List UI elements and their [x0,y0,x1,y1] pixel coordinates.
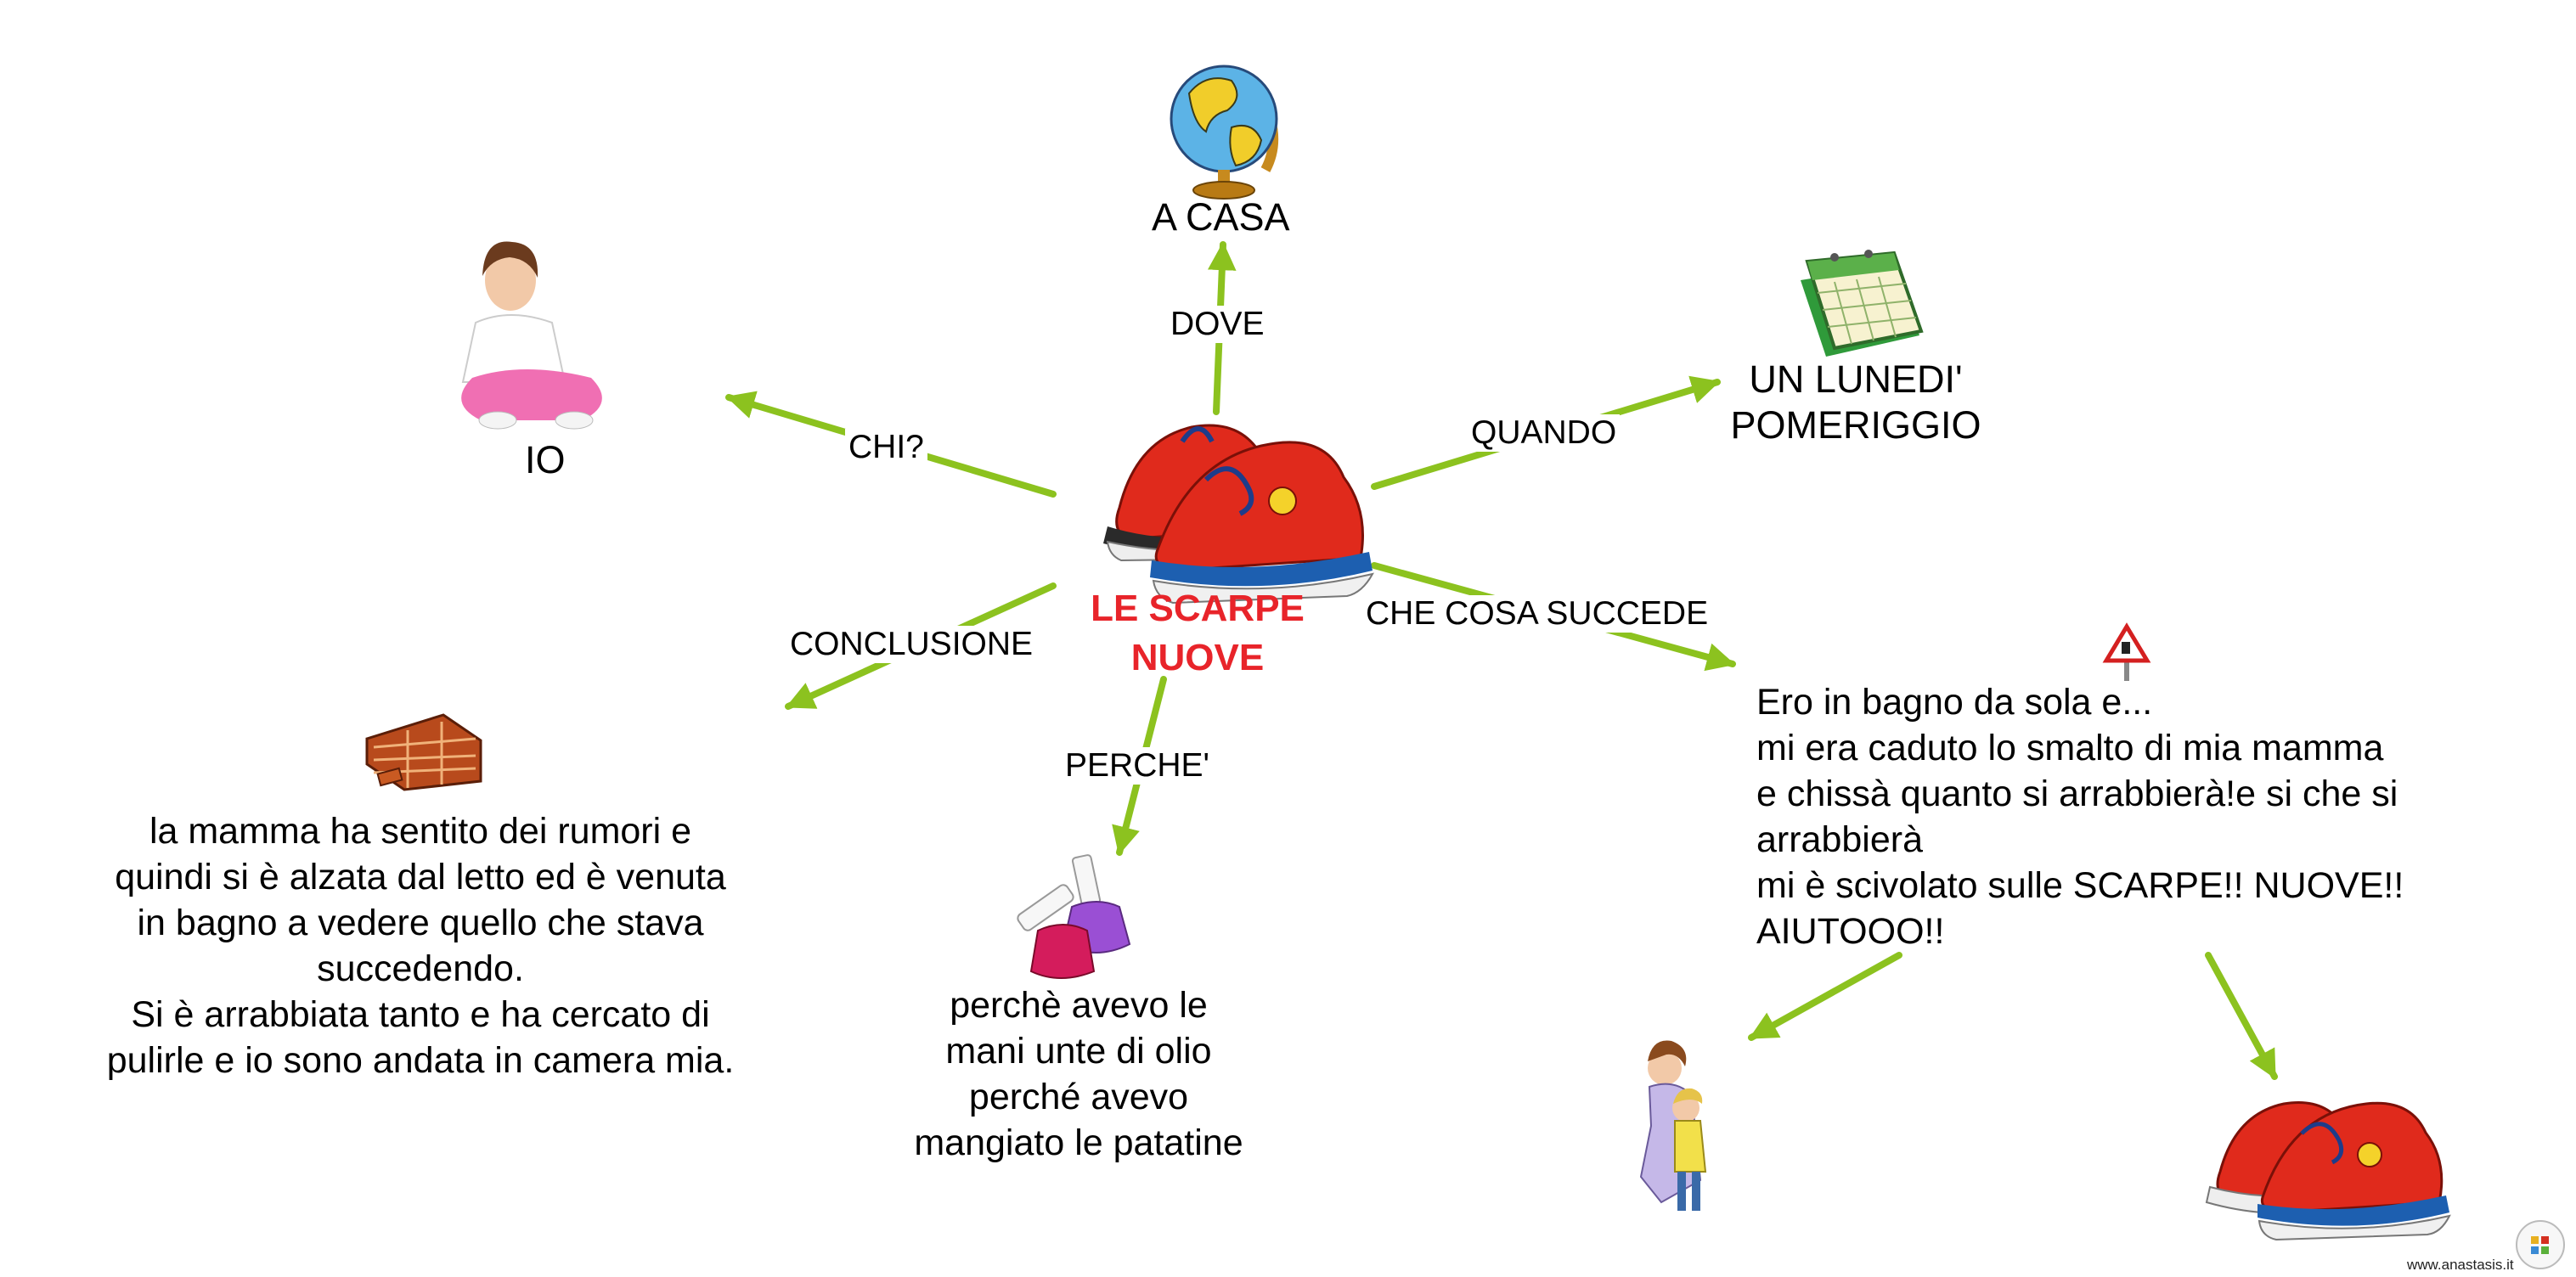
girl-icon [461,241,602,430]
perche-line: mani unte di olio [945,1031,1212,1072]
conclusione-line: in bagno a vedere quello che stava [137,903,704,943]
succede-line: mi era caduto lo smalto di mia mamma [1756,728,2384,768]
arrow-to-shoes [2205,952,2278,1080]
shoes-icon [1103,424,1374,605]
succede-line: e chissà quanto si arrabbierà!e si che s… [1756,774,2398,814]
calendar-icon [1801,250,1924,357]
edge-label-quando: QUANDO [1468,414,1621,452]
perche-line: perché avevo [968,1077,1189,1117]
node-quando-line1: UN LUNEDI' [1749,357,1963,401]
edge-label-che-cosa-succede: CHE COSA SUCCEDE [1362,595,1712,633]
perche-line: mangiato le patatine [914,1122,1243,1163]
conclusione-line: pulirle e io sono andata in camera mia. [106,1040,735,1081]
succede-line: Ero in bagno da sola e... [1756,682,2153,723]
shoes-icon-small [2205,1100,2451,1241]
succede-line: mi è scivolato sulle SCARPE!! NUOVE!! [1756,865,2404,906]
globe-icon [1170,65,1279,200]
node-io: IO [525,438,566,481]
center-title-line2: NUOVE [1130,637,1265,678]
edge-label-conclusione: CONCLUSIONE [786,626,1037,663]
node-quando-line2: POMERIGGIO [1730,403,1981,447]
supermappe-logo [2516,1220,2565,1269]
center-title: LE SCARPE NUOVE [1087,584,1308,683]
conclusione-line: la mamma ha sentito dei rumori e [149,811,692,852]
succede-text: Ero in bagno da sola e... mi era caduto … [1756,679,2521,954]
nail-polish-icon [1017,854,1131,979]
perche-line: perchè avevo le [950,985,1208,1026]
conclusione-line: Si è arrabbiata tanto e ha cercato di [131,994,710,1035]
perche-text: perchè avevo le mani unte di olio perché… [858,982,1299,1166]
bricks-icon [365,713,482,791]
node-quando: UN LUNEDI' POMERIGGIO [1724,357,1987,448]
edge-label-chi: CHI? [845,429,927,466]
conclusione-line: succedendo. [317,948,524,989]
mother-hug-icon [1639,1040,1707,1211]
edge-label-perche: PERCHE' [1062,747,1213,785]
warning-sign-icon [2102,622,2151,681]
footer-site-link[interactable]: www.anastasis.it [2407,1257,2514,1273]
succede-line: arrabbierà [1756,819,1923,860]
succede-line: AIUTOOO!! [1756,911,1945,952]
arrow-to-mother [1748,952,1902,1041]
center-title-line1: LE SCARPE [1091,588,1305,629]
node-a-casa: A CASA [1152,195,1290,239]
conclusione-line: quindi si è alzata dal letto ed è venuta [115,857,726,897]
edge-label-dove: DOVE [1167,306,1268,343]
conclusione-text: la mamma ha sentito dei rumori e quindi … [68,808,773,1083]
